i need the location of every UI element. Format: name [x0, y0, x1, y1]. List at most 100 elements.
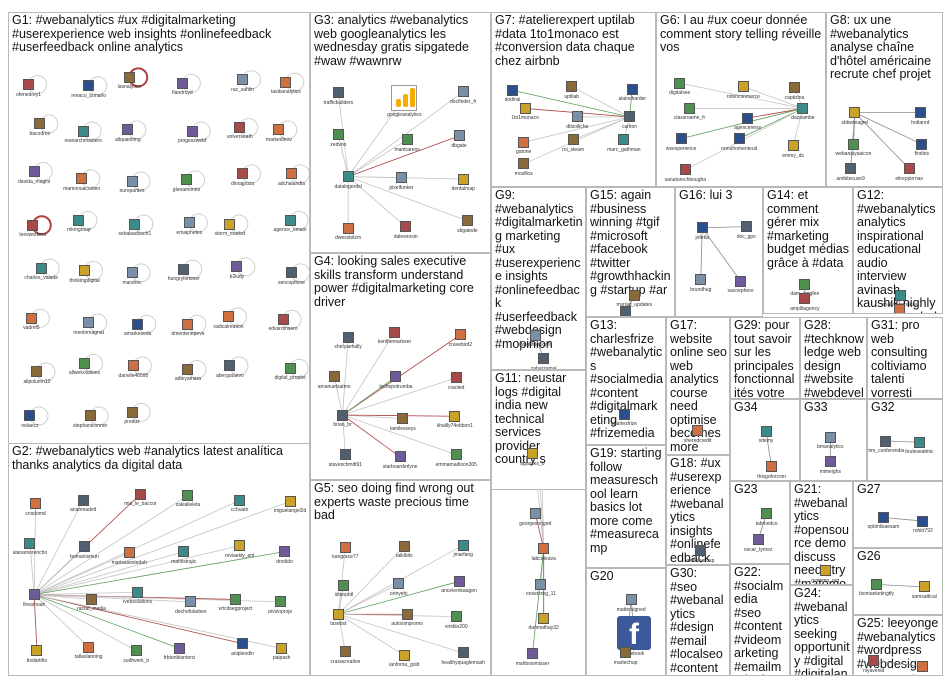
avatar-node[interactable]: [797, 102, 809, 114]
avatar-node[interactable]: [284, 214, 296, 226]
avatar-node[interactable]: [73, 214, 85, 226]
avatar-node[interactable]: [76, 173, 88, 185]
avatar-node[interactable]: [234, 540, 246, 552]
avatar-node[interactable]: [338, 579, 350, 591]
avatar-node[interactable]: [24, 410, 36, 422]
avatar-node[interactable]: [618, 408, 630, 420]
avatar-node[interactable]: [83, 80, 95, 92]
avatar-node[interactable]: [626, 83, 638, 95]
avatar-node[interactable]: [182, 363, 194, 375]
google-analytics-logo-icon[interactable]: [391, 84, 418, 111]
avatar-node[interactable]: [461, 215, 473, 227]
avatar-node[interactable]: [280, 76, 292, 88]
avatar-node[interactable]: [824, 456, 836, 468]
avatar-node[interactable]: [787, 140, 799, 152]
avatar-node[interactable]: [625, 594, 637, 606]
avatar-node[interactable]: [878, 511, 889, 523]
avatar-node[interactable]: [799, 293, 811, 305]
avatar-node[interactable]: [182, 318, 194, 330]
avatar-node[interactable]: [398, 649, 410, 661]
avatar-node[interactable]: [174, 642, 186, 654]
avatar-node[interactable]: [234, 121, 246, 133]
avatar-node[interactable]: [28, 166, 40, 178]
avatar-node[interactable]: [620, 306, 632, 316]
avatar-node[interactable]: [507, 84, 518, 96]
avatar-node[interactable]: [274, 596, 286, 608]
avatar-node[interactable]: [735, 275, 747, 287]
avatar-node[interactable]: [454, 329, 466, 341]
avatar-node[interactable]: [126, 406, 138, 418]
avatar-node[interactable]: [742, 112, 754, 124]
avatar-node[interactable]: [223, 311, 234, 323]
avatar-node[interactable]: [847, 138, 859, 150]
avatar-node[interactable]: [79, 357, 90, 369]
avatar-node[interactable]: [127, 360, 139, 372]
avatar-node[interactable]: [733, 133, 745, 145]
avatar-node[interactable]: [30, 498, 42, 510]
avatar-node[interactable]: [871, 578, 882, 590]
avatar-node[interactable]: [237, 168, 248, 180]
avatar-node[interactable]: [122, 124, 134, 136]
avatar-node[interactable]: [278, 546, 290, 558]
avatar-node[interactable]: [28, 589, 40, 601]
avatar-node[interactable]: [237, 74, 248, 86]
avatar-node[interactable]: [83, 641, 95, 653]
avatar-node[interactable]: [903, 163, 915, 175]
avatar-node[interactable]: [178, 263, 190, 275]
avatar-node[interactable]: [620, 647, 632, 659]
avatar-node[interactable]: [393, 578, 405, 590]
avatar-node[interactable]: [675, 133, 687, 145]
avatar-node[interactable]: [25, 312, 37, 324]
avatar-node[interactable]: [538, 543, 550, 555]
avatar-node[interactable]: [401, 608, 413, 620]
avatar-node[interactable]: [453, 575, 465, 587]
avatar-node[interactable]: [31, 366, 43, 378]
avatar-node[interactable]: [760, 425, 772, 437]
avatar-node[interactable]: [123, 547, 135, 559]
avatar-node[interactable]: [77, 494, 89, 506]
avatar-node[interactable]: [35, 262, 47, 274]
avatar-node[interactable]: [529, 508, 541, 520]
avatar-node[interactable]: [273, 124, 285, 136]
avatar-node[interactable]: [24, 537, 36, 549]
avatar-node[interactable]: [766, 461, 778, 473]
avatar-node[interactable]: [761, 508, 773, 520]
avatar-node[interactable]: [740, 221, 752, 233]
avatar-node[interactable]: [284, 495, 296, 507]
avatar-node[interactable]: [845, 163, 857, 175]
avatar-node[interactable]: [917, 661, 929, 673]
avatar-node[interactable]: [571, 111, 583, 123]
avatar-node[interactable]: [126, 175, 138, 187]
avatar-node[interactable]: [23, 79, 35, 91]
avatar-node[interactable]: [628, 289, 640, 301]
avatar-node[interactable]: [401, 134, 413, 146]
avatar-node[interactable]: [696, 222, 708, 234]
avatar-node[interactable]: [449, 410, 461, 422]
avatar-node[interactable]: [126, 267, 138, 279]
avatar-node[interactable]: [185, 596, 197, 608]
avatar-node[interactable]: [79, 541, 90, 553]
avatar-node[interactable]: [518, 136, 530, 148]
avatar-node[interactable]: [849, 107, 861, 119]
avatar-node[interactable]: [231, 261, 243, 273]
avatar-node[interactable]: [31, 645, 43, 657]
avatar-node[interactable]: [519, 102, 531, 114]
avatar-node[interactable]: [457, 539, 469, 551]
avatar-node[interactable]: [567, 134, 579, 146]
avatar-node[interactable]: [34, 118, 46, 130]
avatar-node[interactable]: [518, 158, 530, 170]
avatar-node[interactable]: [284, 362, 296, 374]
avatar-node[interactable]: [181, 174, 193, 186]
avatar-node[interactable]: [880, 435, 892, 447]
avatar-node[interactable]: [182, 489, 194, 501]
avatar-node[interactable]: [332, 608, 344, 620]
avatar-node[interactable]: [457, 173, 469, 185]
avatar-node[interactable]: [538, 353, 550, 365]
avatar-node[interactable]: [694, 545, 706, 557]
avatar-node[interactable]: [129, 218, 141, 230]
avatar-node[interactable]: [398, 540, 410, 552]
avatar-node[interactable]: [695, 274, 707, 286]
avatar-node[interactable]: [132, 318, 144, 330]
avatar-node[interactable]: [566, 81, 578, 93]
avatar-node[interactable]: [529, 329, 541, 341]
